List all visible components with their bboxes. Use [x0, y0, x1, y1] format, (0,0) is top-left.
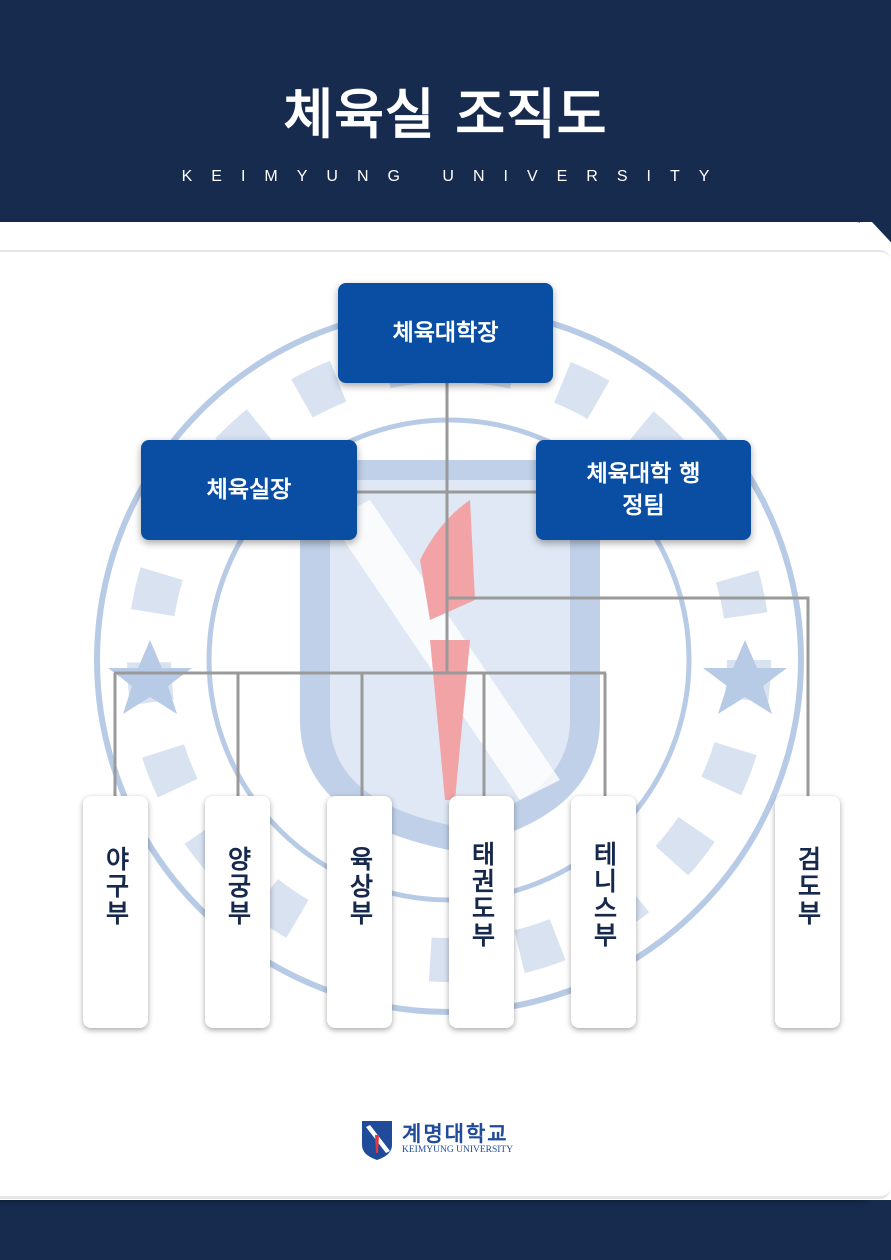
org-node-office-director: 체육실장	[141, 440, 357, 540]
node-label: 체육실장	[206, 477, 292, 503]
star-icon	[108, 640, 192, 714]
org-node-admin-team: 체육대학 행정팀	[536, 440, 751, 540]
org-node-dean: 체육대학장	[338, 283, 553, 383]
dept-athletics: 육상부	[327, 796, 392, 1028]
dept-label: 테니스부	[589, 841, 619, 949]
page-title: 체육실 조직도	[283, 83, 608, 146]
dept-label: 태권도부	[467, 841, 497, 949]
dept-taekwondo: 태권도부	[449, 796, 514, 1028]
node-label: 체육대학 행정팀	[586, 461, 701, 519]
dept-label: 검도부	[793, 846, 823, 927]
node-label: 체육대학장	[392, 320, 499, 346]
logo-english-text: KEIMYUNG UNIVERSITY	[402, 1145, 514, 1155]
dept-label: 양궁부	[223, 846, 253, 927]
dept-baseball: 야구부	[83, 796, 148, 1028]
dept-archery: 양궁부	[205, 796, 270, 1028]
header: 체육실 조직도 KEIMYUNG UNIVERSITY	[0, 0, 891, 222]
page-subtitle: KEIMYUNG UNIVERSITY	[181, 168, 729, 185]
university-logo: 계명대학교 KEIMYUNG UNIVERSITY	[360, 1117, 513, 1161]
logo-korean-text: 계명대학교	[402, 1122, 509, 1146]
dept-label: 야구부	[101, 846, 131, 927]
university-emblem-icon	[362, 1121, 392, 1160]
dept-kendo: 검도부	[775, 796, 840, 1028]
dept-label: 육상부	[345, 846, 375, 927]
star-icon	[703, 640, 787, 714]
dept-tennis: 테니스부	[571, 796, 636, 1028]
